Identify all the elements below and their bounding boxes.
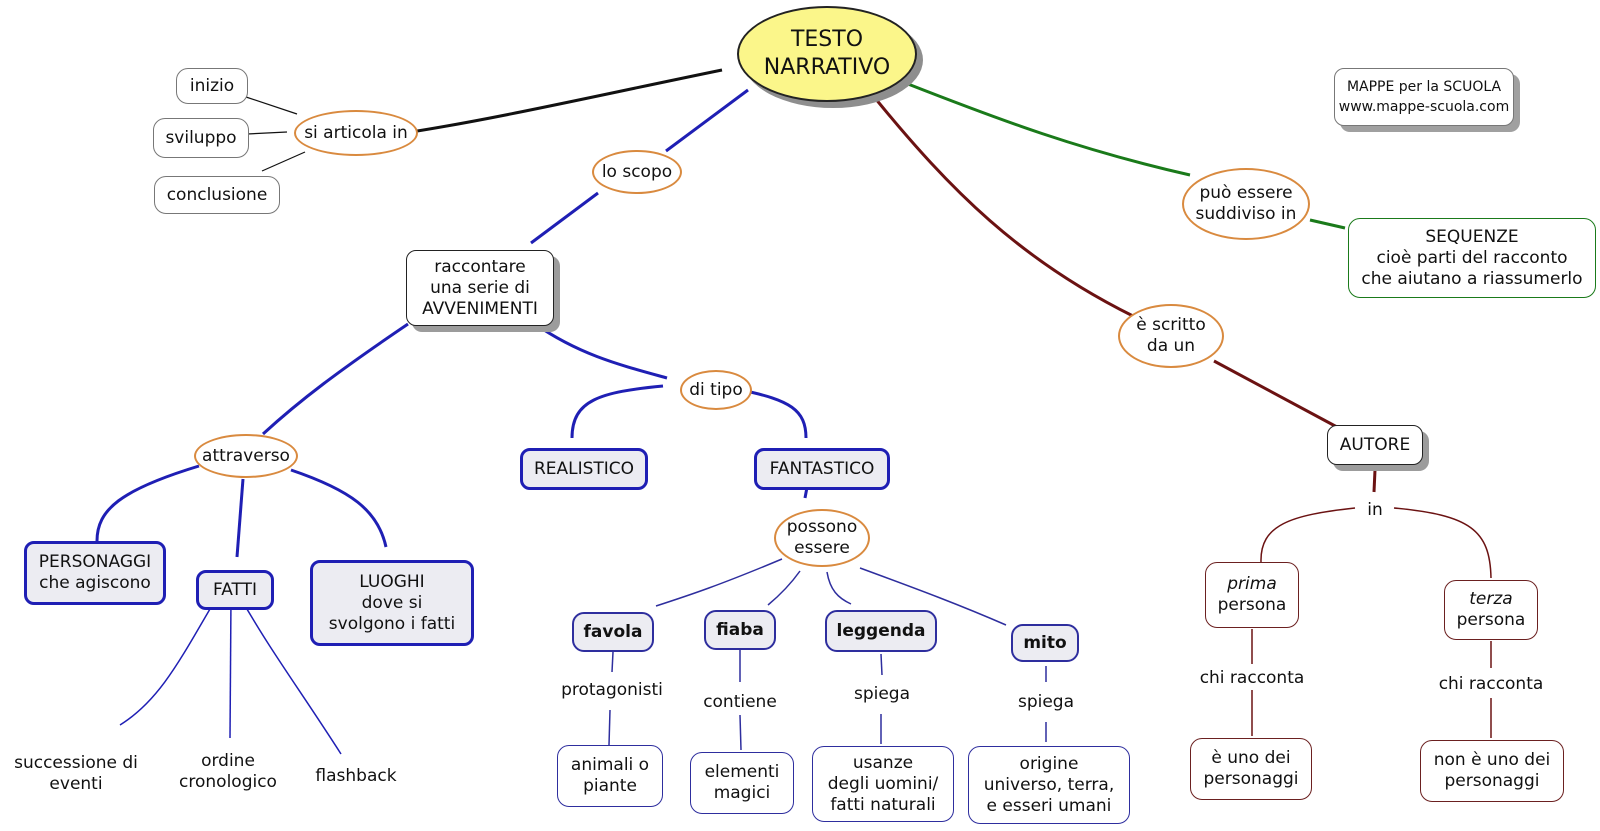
structure-connectors [245,68,723,172]
prima-label: prima [1227,574,1277,594]
link-si-articola-in[interactable]: si articola in [294,110,418,156]
persona-label: persona [1456,610,1526,630]
verb-spiega-leggenda: spiega [853,683,911,704]
connector-possono-to-favola [655,558,783,607]
node-successione-eventi[interactable]: successione di eventi [14,753,138,794]
persona-label: persona [1217,595,1287,615]
connector-fatti-to-successione [119,596,218,726]
connector-possono-to-mito [859,567,1007,626]
link-attraverso[interactable]: attraverso [194,434,298,478]
node-terza-persona[interactable]: terza persona [1444,580,1538,640]
node-mito[interactable]: mito [1011,624,1079,662]
connector-attraverso-to-luoghi [290,468,388,548]
node-fantastico[interactable]: FANTASTICO [754,448,890,490]
verb-contiene: contiene [703,691,777,712]
node-sviluppo[interactable]: sviluppo [153,118,249,158]
node-luoghi[interactable]: LUOGHI dove si svolgono i fatti [310,560,474,646]
verb-spiega-mito: spiega [1017,691,1075,712]
credit-line-1: MAPPE per la SCUOLA [1346,79,1502,95]
node-uno-dei-personaggi[interactable]: è uno dei personaggi [1190,738,1312,800]
credit-box: MAPPE per la SCUOLA www.mappe-scuola.com [1334,68,1514,126]
node-fatti[interactable]: FATTI [196,570,274,610]
connector-attraverso-to-fatti [235,478,245,558]
node-conclusione[interactable]: conclusione [154,176,280,214]
connector-attraverso-to-personaggi [95,464,200,542]
verb-protagonisti: protagonisti [561,679,663,700]
connector-goal-to-ditipo [534,322,668,380]
node-raccontare-avvenimenti[interactable]: raccontare una serie di AVVENIMENTI [406,250,554,326]
terza-label: terza [1469,589,1513,609]
connector-title-to-suddiviso [907,82,1191,177]
sequences-connectors [907,82,1346,230]
verb-chi-racconta-terza: chi racconta [1438,673,1544,694]
node-animali-piante[interactable]: animali o piante [557,745,663,807]
node-sequenze[interactable]: SEQUENZE cioè parti del racconto che aiu… [1348,218,1596,298]
connector-title-to-scopo [665,88,749,153]
node-inizio[interactable]: inizio [176,68,248,104]
genre-connectors [608,558,1047,751]
connector-suddiviso-to-sequenze [1309,218,1346,230]
connector-scopo-to-goal [530,191,599,245]
label-in: in [1367,499,1383,520]
node-leggenda[interactable]: leggenda [825,610,937,652]
connector-ditipo-to-fantastico [740,388,808,439]
node-favola[interactable]: favola [572,612,654,652]
connector-in-to-prima [1260,507,1356,563]
author-connectors [873,97,1492,738]
connector-fatti-to-flashback [239,596,342,755]
node-origine[interactable]: origine universo, terra, e esseri umani [968,746,1130,824]
connector-possono-to-leggenda [826,571,852,605]
connector-title-to-scritto [873,97,1134,318]
connector-autore-to-in [1372,469,1377,493]
link-lo-scopo[interactable]: lo scopo [592,150,682,194]
main-topic-node[interactable]: TESTO NARRATIVO [737,6,917,102]
node-elementi-magici[interactable]: elementi magici [690,752,794,814]
connector-title-to-articola [410,68,723,134]
connector-possono-to-fiaba [767,570,801,606]
connector-articola-to-inizio [245,96,298,115]
node-realistico[interactable]: REALISTICO [520,448,648,490]
fatti-connectors [119,596,342,755]
node-usanze[interactable]: usanze degli uomini/ fatti naturali [812,746,954,822]
node-personaggi[interactable]: PERSONAGGI che agiscono [24,541,166,605]
connector-in-to-terza [1393,507,1492,579]
connector-scritto-to-autore [1213,359,1338,429]
connector-articola-to-sviluppo [246,131,288,135]
verb-chi-racconta-prima: chi racconta [1199,667,1305,688]
node-ordine-cronologico[interactable]: ordine cronologico [179,751,277,792]
connector-goal-to-attraverso [261,322,409,436]
link-puo-essere-suddiviso[interactable]: può essere suddiviso in [1182,168,1310,240]
credit-line-2: www.mappe-scuola.com [1338,99,1510,115]
link-scritto-da-un[interactable]: è scritto da un [1118,304,1224,368]
connector-articola-to-conclusione [261,151,306,172]
purpose-connectors [95,88,810,558]
link-possono-essere[interactable]: possono essere [774,509,870,567]
node-fiaba[interactable]: fiaba [704,610,776,650]
link-di-tipo[interactable]: di tipo [680,370,752,410]
connector-ditipo-to-realistico [570,384,664,439]
node-flashback[interactable]: flashback [315,765,397,786]
node-prima-persona[interactable]: prima persona [1205,562,1299,628]
node-non-uno-dei-personaggi[interactable]: non è uno dei personaggi [1420,740,1564,802]
connector-fatti-to-ordine [229,596,232,739]
node-autore[interactable]: AUTORE [1327,425,1423,465]
